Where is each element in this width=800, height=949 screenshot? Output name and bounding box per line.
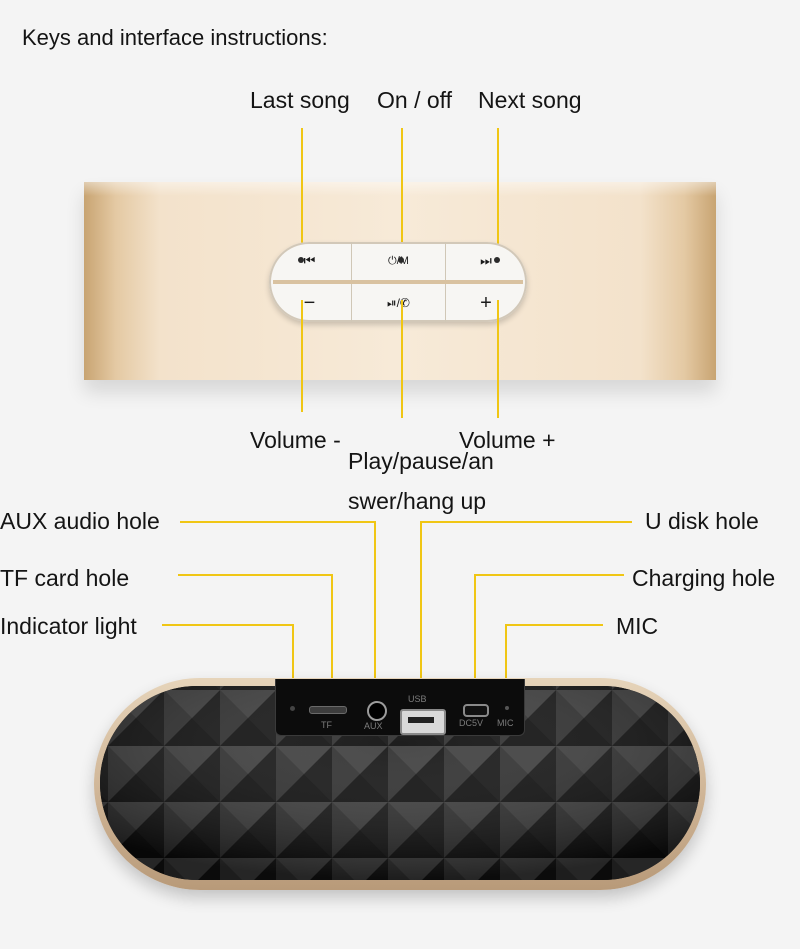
label-u-disk-hole: U disk hole bbox=[645, 508, 759, 534]
leader-line-volume-up bbox=[497, 300, 499, 418]
previous-track-button[interactable]: ⏮ bbox=[269, 242, 350, 280]
leader-line-mic-v bbox=[505, 624, 507, 700]
port-label-mic: MIC bbox=[497, 718, 514, 728]
label-play-pause-line2: swer/hang up bbox=[348, 488, 487, 514]
label-next-song: Next song bbox=[478, 87, 582, 113]
label-on-off: On / off bbox=[377, 87, 453, 113]
leader-line-u-disk-h bbox=[420, 521, 632, 523]
previous-track-icon: ⏮ bbox=[303, 253, 316, 268]
leader-line-charging-h bbox=[474, 574, 624, 576]
label-mic: MIC bbox=[616, 613, 659, 639]
play-pause-phone-icon: ⏯/✆ bbox=[387, 295, 410, 310]
minus-icon: − bbox=[303, 291, 316, 314]
label-last-song: Last song bbox=[250, 87, 350, 113]
port-label-aux: AUX bbox=[364, 721, 383, 731]
play-pause-call-button[interactable]: ⏯/✆ bbox=[351, 284, 446, 322]
indicator-light bbox=[290, 706, 295, 711]
charging-port[interactable] bbox=[463, 704, 489, 717]
leader-line-indicator-h bbox=[162, 624, 294, 626]
leader-line-next-song bbox=[497, 128, 499, 260]
port-label-tf: TF bbox=[321, 720, 332, 730]
label-tf-hole: TF card hole bbox=[0, 565, 130, 591]
usb-port[interactable] bbox=[400, 709, 446, 735]
label-indicator-light: Indicator light bbox=[0, 613, 137, 639]
tf-card-slot[interactable] bbox=[309, 706, 347, 714]
aux-jack[interactable] bbox=[367, 701, 387, 721]
leader-line-play-pause bbox=[401, 300, 403, 418]
leader-line-tf-v bbox=[331, 574, 333, 700]
next-track-icon: ⏭ bbox=[480, 253, 492, 268]
leader-line-last-song bbox=[301, 128, 303, 260]
keypad-divider bbox=[273, 280, 523, 284]
label-aux-hole: AUX audio hole bbox=[0, 508, 160, 534]
leader-line-charging-v bbox=[474, 574, 476, 700]
page-title: Keys and interface instructions: bbox=[22, 25, 328, 50]
plus-icon: + bbox=[480, 291, 492, 314]
label-volume-down: Volume - bbox=[250, 427, 341, 453]
label-volume-up: Volume + bbox=[459, 427, 556, 453]
volume-down-button[interactable]: − bbox=[269, 284, 350, 322]
next-track-button[interactable]: ⏭ bbox=[445, 242, 527, 280]
leader-line-aux-h bbox=[180, 521, 375, 523]
port-label-dc: DC5V bbox=[459, 718, 484, 728]
label-play-pause-line1: Play/pause/an bbox=[348, 448, 494, 474]
leader-line-on-off bbox=[401, 128, 403, 260]
leader-line-aux-v bbox=[374, 521, 376, 693]
leader-dot-last-song bbox=[298, 257, 304, 263]
leader-line-u-disk-v bbox=[420, 521, 422, 693]
leader-line-volume-down bbox=[301, 300, 303, 412]
leader-dot-on-off bbox=[398, 257, 404, 263]
leader-line-tf-h bbox=[178, 574, 332, 576]
leader-dot-next-song bbox=[494, 257, 500, 263]
leader-line-indicator-v bbox=[292, 624, 294, 700]
volume-up-button[interactable]: + bbox=[445, 284, 527, 322]
label-charging-hole: Charging hole bbox=[632, 565, 776, 591]
port-label-usb: USB bbox=[408, 694, 427, 704]
mic-hole bbox=[505, 706, 509, 710]
control-keypad: ⏮ ⏻/M ⏭ − ⏯/✆ + bbox=[269, 242, 527, 322]
leader-line-mic-h bbox=[505, 624, 603, 626]
